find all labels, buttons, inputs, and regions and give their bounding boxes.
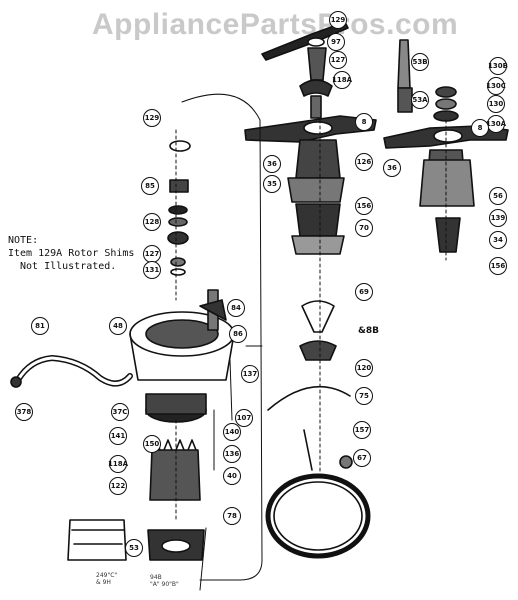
callout-48[interactable]: 48 — [109, 317, 127, 335]
middle-spray-arm-left — [244, 115, 377, 255]
callout-35[interactable]: 35 — [263, 175, 281, 193]
callout-67[interactable]: 67 — [353, 449, 371, 467]
callout-140[interactable]: 140 — [223, 423, 241, 441]
part-label-side: &8B — [358, 326, 379, 336]
callout-36-right[interactable]: 36 — [383, 159, 401, 177]
callout-107[interactable]: 107 — [235, 409, 253, 427]
callout-130b[interactable]: 130B — [488, 57, 508, 75]
callout-53b[interactable]: 53B — [411, 53, 429, 71]
note-line-2: Not Illustrated. — [20, 261, 117, 272]
callout-130a[interactable]: 130A — [486, 115, 506, 133]
callout-156-right[interactable]: 156 — [489, 257, 507, 275]
callout-128[interactable]: 128 — [143, 213, 161, 231]
caption-left: 249"C" & 9H — [96, 572, 118, 586]
note-line-1: Item 129A Rotor Shims — [8, 248, 135, 259]
pump-housing — [129, 289, 235, 381]
callout-84[interactable]: 84 — [227, 299, 245, 317]
callout-81[interactable]: 81 — [31, 317, 49, 335]
motor — [67, 393, 207, 561]
note-block: NOTE: Item 129A Rotor Shims Not Illustra… — [8, 234, 134, 273]
callout-56[interactable]: 56 — [489, 187, 507, 205]
callout-120[interactable]: 120 — [355, 359, 373, 377]
note-heading: NOTE: — [8, 235, 39, 246]
callout-139[interactable]: 139 — [489, 209, 507, 227]
callout-130[interactable]: 130 — [487, 95, 505, 113]
callout-53a[interactable]: 53A — [411, 91, 429, 109]
callout-8-right[interactable]: 8 — [471, 119, 489, 137]
callout-156-upper[interactable]: 156 — [355, 197, 373, 215]
callout-69[interactable]: 69 — [355, 283, 373, 301]
impeller-stack — [167, 140, 191, 276]
wiring-leaders — [175, 93, 447, 591]
callout-129[interactable]: 129 — [329, 11, 347, 29]
watermark: AppliancePartsPros.com — [92, 8, 459, 41]
callout-127[interactable]: 127 — [329, 51, 347, 69]
callout-53[interactable]: 53 — [125, 539, 143, 557]
callout-157[interactable]: 157 — [353, 421, 371, 439]
callout-85[interactable]: 85 — [141, 177, 159, 195]
callout-130c[interactable]: 130C — [486, 77, 506, 95]
callout-137[interactable]: 137 — [241, 365, 259, 383]
callout-378[interactable]: 378 — [15, 403, 33, 421]
upper-spray-arm — [261, 21, 349, 119]
callout-131[interactable]: 131 — [143, 261, 161, 279]
callout-34[interactable]: 34 — [489, 231, 507, 249]
callout-70[interactable]: 70 — [355, 219, 373, 237]
drain-hose — [10, 355, 133, 388]
filter-assembly — [265, 300, 371, 559]
callout-129-left[interactable]: 129 — [143, 109, 161, 127]
callout-136[interactable]: 136 — [223, 445, 241, 463]
caption-right: 94B "A" 90"B" — [150, 574, 179, 588]
callout-150[interactable]: 150 — [143, 435, 161, 453]
callout-37c[interactable]: 37C — [111, 403, 129, 421]
callout-8-left[interactable]: 8 — [355, 113, 373, 131]
callout-86[interactable]: 86 — [229, 325, 247, 343]
callout-122[interactable]: 122 — [109, 477, 127, 495]
callout-78[interactable]: 78 — [223, 507, 241, 525]
callout-126[interactable]: 126 — [355, 153, 373, 171]
callout-40[interactable]: 40 — [223, 467, 241, 485]
callout-118a-lower[interactable]: 118A — [108, 455, 128, 473]
callout-118a[interactable]: 118A — [332, 71, 352, 89]
callout-75[interactable]: 75 — [355, 387, 373, 405]
callout-141[interactable]: 141 — [109, 427, 127, 445]
callout-97[interactable]: 97 — [327, 33, 345, 51]
callout-36-left[interactable]: 36 — [263, 155, 281, 173]
